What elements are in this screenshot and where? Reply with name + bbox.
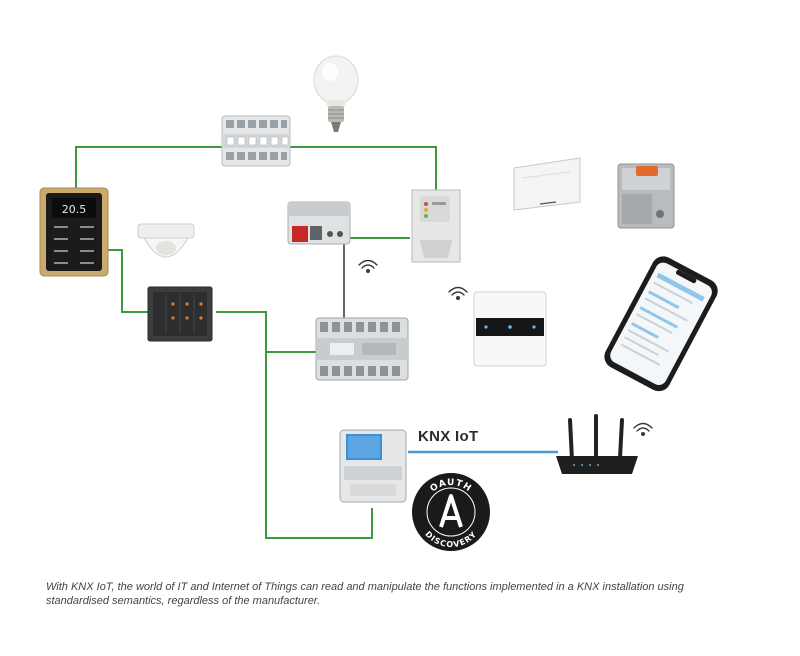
touch-panel-device: 20.5 [39, 187, 109, 277]
figure-caption: With KNX IoT, the world of IT and Intern… [46, 581, 684, 607]
oauth-badge-icon: OAUTH DISCOVERY [412, 473, 490, 551]
din-switch-actuator [221, 115, 291, 167]
wifi-icon [448, 286, 468, 301]
flush-mounted-actuator [287, 201, 351, 245]
wifi-icon [358, 259, 378, 274]
central-din-controller [315, 317, 409, 381]
ip-interface-device [339, 429, 407, 503]
wifi-icon [633, 422, 653, 437]
heating-boiler [617, 163, 675, 229]
router-icon [556, 414, 638, 474]
glass-touch-switch [473, 291, 547, 367]
gateway-module [411, 189, 461, 263]
smartphone-icon [604, 256, 718, 392]
touch-panel-display: 20.5 [62, 203, 87, 216]
push-button-panel [147, 286, 213, 342]
knx-bus-lines [75, 146, 437, 539]
presence-detector [137, 223, 195, 258]
wall-control-unit [513, 157, 581, 211]
light-bulb-icon [313, 55, 359, 132]
knx-iot-label: KNX IoT [418, 428, 479, 445]
